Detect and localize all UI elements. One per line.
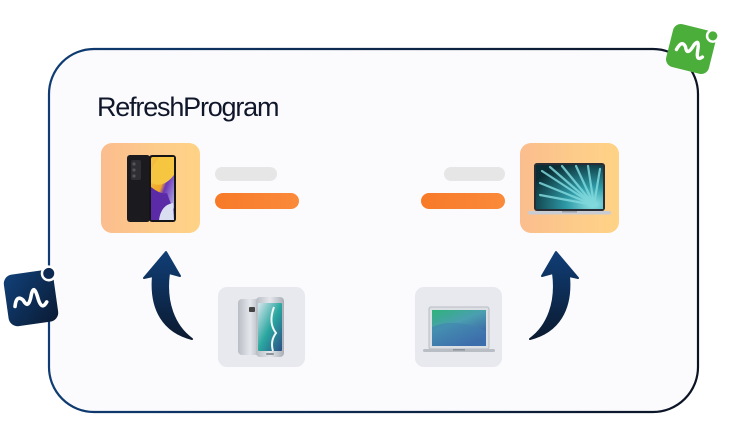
laptop-new-icon [528, 163, 611, 215]
placeholder-bar-orange-left [215, 193, 299, 209]
smartphone-new-icon [127, 155, 176, 222]
laptop-old-icon [423, 306, 495, 352]
old-phone-card [218, 287, 305, 367]
placeholder-bar-grey-left [215, 167, 277, 181]
curved-up-arrow-icon-left [143, 251, 193, 340]
new-phone-card [101, 143, 200, 233]
placeholder-bar-grey-right [444, 167, 505, 181]
curved-up-arrow-icon-right [529, 251, 579, 340]
smartphone-old-icon [238, 297, 284, 357]
brand-logo-navy-icon [3, 265, 59, 327]
page-title: RefreshProgram [97, 92, 279, 122]
new-laptop-card [520, 143, 619, 233]
old-laptop-card [415, 287, 502, 367]
brand-logo-green-icon [666, 24, 720, 74]
placeholder-bar-orange-right [421, 193, 505, 209]
